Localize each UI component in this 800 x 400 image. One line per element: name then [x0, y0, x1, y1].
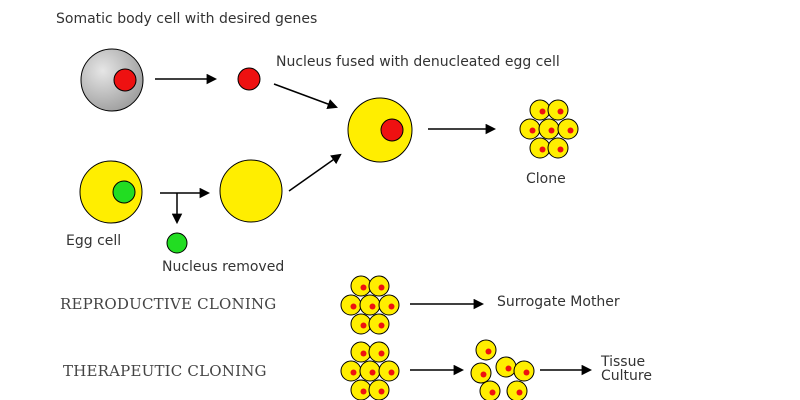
- clone-label: Clone: [526, 171, 566, 187]
- arrow-nucleus-to-fused: [273, 83, 338, 110]
- therapeutic-cluster: [341, 342, 399, 400]
- nucleus-removed-label: Nucleus removed: [162, 259, 285, 275]
- extracted-nucleus: [237, 67, 261, 91]
- egg-cell: [79, 160, 143, 224]
- egg-cell-label: Egg cell: [66, 233, 122, 249]
- enucleated-egg: [219, 159, 283, 223]
- removed-nucleus: [166, 232, 188, 254]
- therapeutic-cloning-label: THERAPEUTIC CLONING: [63, 362, 267, 380]
- reproductive-cloning-label: REPRODUCTIVE CLONING: [60, 295, 277, 313]
- fused-cell: [347, 97, 413, 163]
- clone-cluster: [520, 100, 578, 158]
- somatic-cell: [80, 48, 144, 112]
- arrow-enucleated-to-fused: [288, 153, 342, 192]
- fused-label: Nucleus fused with denucleated egg cell: [276, 54, 560, 70]
- reproductive-cluster: [341, 276, 399, 334]
- dispersed-cells: [470, 339, 535, 400]
- somatic-label: Somatic body cell with desired genes: [56, 11, 318, 27]
- surrogate-mother-label: Surrogate Mother: [497, 294, 620, 310]
- tissue-culture-label: Tissue Culture: [601, 354, 652, 384]
